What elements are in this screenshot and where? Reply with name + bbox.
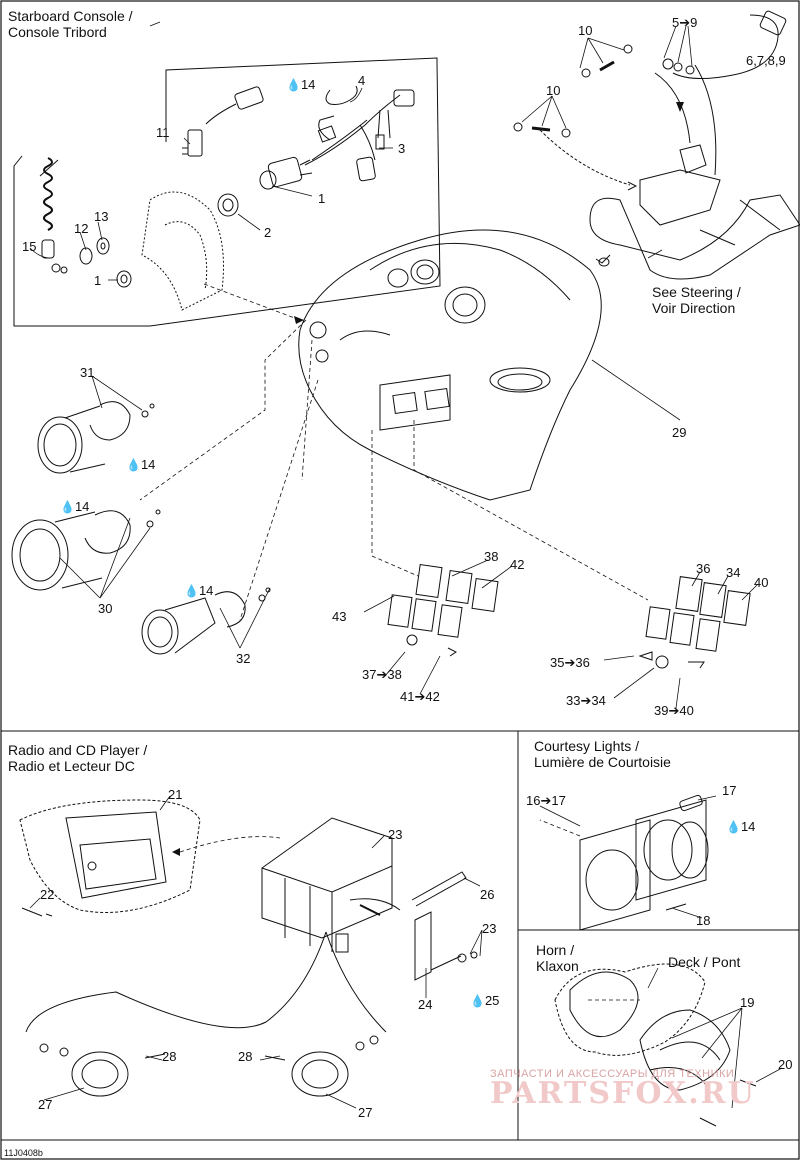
watermark: ЗАПЧАСТИ И АКСЕССУАРЫ ДЛЯ ТЕХНИКИ PARTSF… xyxy=(490,1068,756,1111)
callout-38: 38 xyxy=(484,549,499,564)
gauge-31 xyxy=(37,401,155,474)
callout-42: 42 xyxy=(510,557,525,572)
callout-1-nut: 1 xyxy=(94,273,102,288)
callout-26: 26 xyxy=(480,887,495,902)
callout-14-gauge30: 💧14 xyxy=(60,499,90,515)
callout-1-switch: 1 xyxy=(318,191,326,206)
callout-28-right: 28 xyxy=(238,1049,253,1064)
callout-37-38: 37➔38 xyxy=(362,667,402,682)
drop-icon: 💧 xyxy=(470,994,485,1008)
callout-12: 12 xyxy=(74,221,89,236)
deck-label-text: Deck / Pont xyxy=(668,954,741,970)
key-switch-harness xyxy=(39,85,415,311)
switch-group-left xyxy=(387,564,499,657)
callout-24: 24 xyxy=(418,997,433,1012)
starboard-console-inset xyxy=(13,57,441,327)
callout-5-9: 5➔9 xyxy=(672,15,698,30)
steering-line-fr: Voir Direction xyxy=(652,300,736,316)
callout-14-gauge31: 💧14 xyxy=(126,457,156,473)
callout-19: 19 xyxy=(740,995,755,1010)
callout-23-radio: 23 xyxy=(388,827,403,842)
courtesy-light-assembly xyxy=(579,794,709,931)
callout-14-gauge32: 💧14 xyxy=(184,583,214,599)
leader-lines xyxy=(29,21,783,1109)
watermark-tagline: ЗАПЧАСТИ И АКСЕССУАРЫ ДЛЯ ТЕХНИКИ xyxy=(490,1068,735,1080)
gauge-30 xyxy=(11,509,161,591)
radio-title-fr: Radio et Lecteur DC xyxy=(8,758,135,774)
horn-title-fr: Klaxon xyxy=(536,958,579,974)
callout-4: 4 xyxy=(358,73,366,88)
callout-text: 14 xyxy=(740,819,756,834)
main-console xyxy=(298,229,602,501)
callout-33-34: 33➔34 xyxy=(566,693,606,708)
drop-icon: 💧 xyxy=(286,78,301,92)
callout-31: 31 xyxy=(80,365,95,380)
callout-15: 15 xyxy=(22,239,37,254)
callout-21: 21 xyxy=(168,787,183,802)
callout-30: 30 xyxy=(98,601,113,616)
callout-text: 14 xyxy=(300,77,316,92)
drop-icon: 💧 xyxy=(126,458,141,472)
section-title-radio: Radio and CD Player / Radio et Lecteur D… xyxy=(8,742,147,774)
callout-25: 💧25 xyxy=(470,993,500,1009)
callout-2: 2 xyxy=(264,225,272,240)
title-line-fr: Console Tribord xyxy=(8,24,107,40)
drop-icon: 💧 xyxy=(60,500,75,514)
callout-23-bracket: 23 xyxy=(482,921,497,936)
callout-41-42: 41➔42 xyxy=(400,689,440,704)
horn-title-en: Horn / xyxy=(536,942,575,958)
steering-reference-note: See Steering / Voir Direction xyxy=(652,284,741,316)
routing-lines xyxy=(139,283,649,1001)
drop-icon: 💧 xyxy=(726,820,741,834)
horn-assembly xyxy=(554,963,757,1127)
callout-34: 34 xyxy=(726,565,741,580)
callout-28-left: 28 xyxy=(162,1049,177,1064)
callout-17: 17 xyxy=(722,783,737,798)
callout-39-40: 39➔40 xyxy=(654,703,694,718)
callout-29: 29 xyxy=(672,425,687,440)
callout-36: 36 xyxy=(696,561,711,576)
callout-43: 43 xyxy=(332,609,347,624)
courtesy-title-fr: Lumière de Courtoisie xyxy=(534,754,671,770)
callout-13: 13 xyxy=(94,209,109,224)
callout-40: 40 xyxy=(754,575,769,590)
callout-10-mid: 10 xyxy=(546,83,561,98)
callout-27-right: 27 xyxy=(358,1105,373,1120)
callout-27-left: 27 xyxy=(38,1097,53,1112)
callout-text: 25 xyxy=(484,993,500,1008)
deck-label: Deck / Pont xyxy=(668,954,740,970)
radio-title-en: Radio and CD Player / xyxy=(8,742,148,758)
callout-14-light: 💧14 xyxy=(726,819,756,835)
title-line-en: Starboard Console / xyxy=(8,8,133,24)
callout-text: 14 xyxy=(140,457,156,472)
courtesy-title-en: Courtesy Lights / xyxy=(534,738,640,754)
callout-35-36: 35➔36 xyxy=(550,655,590,670)
gauge-32 xyxy=(141,587,271,655)
radio-assembly xyxy=(19,799,478,1097)
callout-text: 14 xyxy=(74,499,90,514)
section-title-courtesy-lights: Courtesy Lights / Lumière de Courtoisie xyxy=(534,738,671,770)
callout-16-17: 16➔17 xyxy=(526,793,566,808)
callout-3: 3 xyxy=(398,141,406,156)
callout-22: 22 xyxy=(40,887,55,902)
arrow-heads xyxy=(172,102,684,856)
switch-group-right xyxy=(638,576,751,669)
watermark-brand: PARTSFOX.RU xyxy=(490,1076,756,1111)
callout-6789: 6,7,8,9 xyxy=(746,53,786,68)
drop-icon: 💧 xyxy=(184,584,199,598)
callout-18: 18 xyxy=(696,913,711,928)
callout-11: 11 xyxy=(156,125,170,140)
section-title-starboard-console: Starboard Console / Console Tribord xyxy=(8,8,133,40)
steering-line-en: See Steering / xyxy=(652,284,741,300)
callout-10-top: 10 xyxy=(578,23,593,38)
section-title-horn: Horn / Klaxon xyxy=(536,942,579,974)
callout-14-harness: 💧14 xyxy=(286,77,316,93)
document-id: 11J0408b xyxy=(4,1148,43,1158)
callout-32: 32 xyxy=(236,651,251,666)
callout-text: 14 xyxy=(198,583,214,598)
steering-assembly xyxy=(513,10,800,280)
callout-20: 20 xyxy=(778,1057,793,1072)
